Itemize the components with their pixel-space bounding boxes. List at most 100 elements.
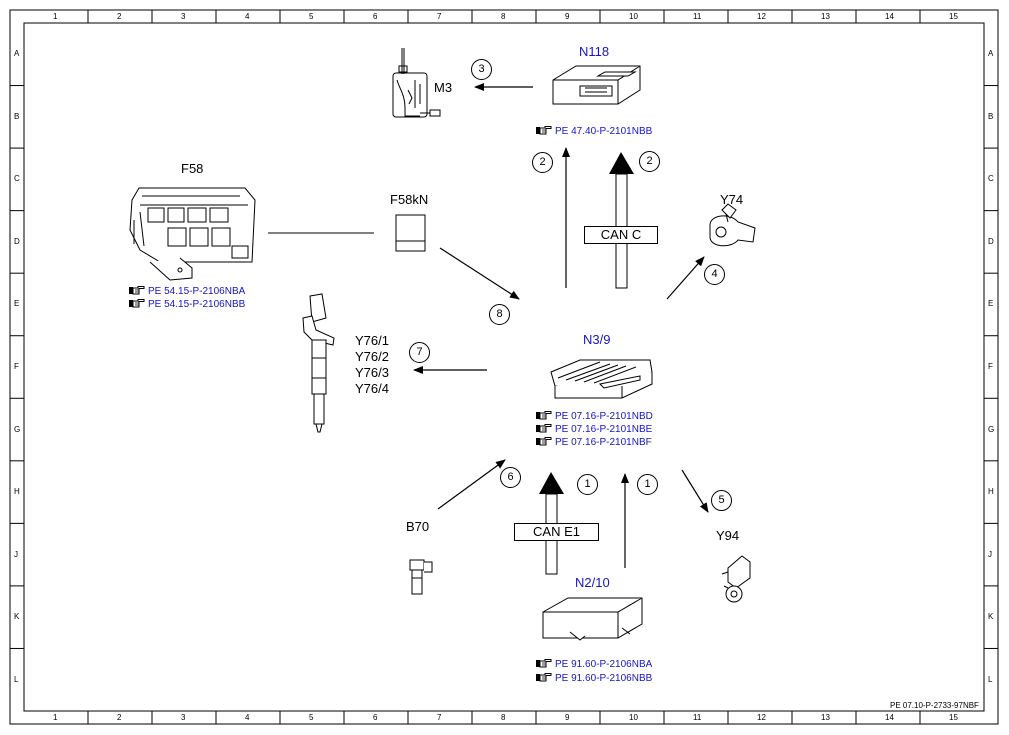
y94-valve-drawing [721, 555, 751, 603]
grid-row-left-F: F [14, 362, 19, 371]
grid-col-bottom-12: 12 [757, 713, 766, 722]
grid-col-bottom-8: 8 [501, 713, 506, 722]
ref-text: PE 07.16-P-2101NBF [555, 437, 652, 448]
n39-ref-2[interactable]: PE 07.16-P-2101NBE [536, 423, 652, 436]
grid-row-right-E: E [988, 299, 994, 309]
n39-ref-3[interactable]: PE 07.16-P-2101NBF [536, 436, 652, 449]
grid-row-left-C: C [14, 174, 20, 184]
grid-col-top-5: 5 [309, 12, 314, 21]
m3-label: M3 [434, 80, 453, 95]
grid-row-right-L: L [988, 674, 993, 684]
pointing-hand-icon [536, 411, 552, 420]
grid-col-bottom-10: 10 [629, 713, 638, 722]
grid-row-right-F: F [988, 362, 993, 371]
grid-col-bottom-1: 1 [53, 713, 58, 722]
grid-row-left-L: L [14, 674, 19, 684]
n210-label: N2/10 [575, 575, 610, 590]
callout-2-right: 2 [639, 151, 660, 172]
arrow-n39-y74 [666, 256, 705, 300]
arrow-b70-n39 [437, 459, 506, 510]
grid-row-right-H: H [988, 487, 994, 497]
callout-1-left: 1 [577, 474, 598, 495]
grid-col-top-4: 4 [245, 12, 250, 21]
grid-col-bottom-6: 6 [373, 713, 378, 722]
ref-text: PE 91.60-P-2106NBB [555, 673, 653, 684]
n210-ref-2[interactable]: PE 91.60-P-2106NBB [536, 672, 652, 685]
ref-text: PE 07.16-P-2101NBE [555, 424, 653, 435]
document-reference: PE 07.10-P-2733-97NBF [890, 701, 979, 710]
grid-row-left-H: H [14, 487, 20, 497]
ref-text: PE 54.15-P-2106NBA [148, 286, 246, 297]
grid-col-bottom-11: 11 [693, 713, 702, 722]
grid-col-top-8: 8 [501, 12, 506, 21]
arrow-f58kn-n39 [439, 247, 520, 300]
grid-col-top-3: 3 [181, 12, 186, 21]
grid-col-bottom-15: 15 [949, 713, 958, 722]
y76-injector-drawing [302, 293, 335, 433]
y76-label-3: Y76/3 [355, 365, 389, 380]
grid-row-right-J: J [988, 549, 992, 559]
n118-ref-1[interactable]: PE 47.40-P-2101NBB [536, 125, 652, 138]
grid-row-right-D: D [988, 236, 994, 246]
arrow-n39-y94 [681, 469, 709, 513]
f58kn-label: F58kN [390, 192, 429, 207]
n210-control-unit-drawing [542, 597, 643, 641]
n39-ref-1[interactable]: PE 07.16-P-2101NBD [536, 410, 653, 423]
callout-6: 6 [500, 467, 521, 488]
grid-col-top-2: 2 [117, 12, 122, 21]
callout-5: 5 [711, 490, 732, 511]
grid-col-bottom-3: 3 [181, 713, 186, 722]
grid-col-bottom-4: 4 [245, 713, 250, 722]
pointing-hand-icon [129, 299, 145, 308]
grid-col-top-6: 6 [373, 12, 378, 21]
grid-col-bottom-7: 7 [437, 713, 442, 722]
f58-ref-1[interactable]: PE 54.15-P-2106NBA [129, 285, 245, 298]
grid-row-left-G: G [14, 424, 21, 434]
pointing-hand-icon [536, 659, 552, 668]
grid-col-top-1: 1 [53, 12, 58, 21]
grid-row-right-G: G [988, 424, 995, 434]
b70-label: B70 [406, 519, 430, 534]
ref-text: PE 91.60-P-2106NBA [555, 659, 653, 670]
grid-row-right-C: C [988, 174, 994, 184]
grid-row-left-E: E [14, 299, 20, 309]
callout-1-right: 1 [637, 474, 658, 495]
n39-label: N3/9 [583, 332, 611, 347]
grid-col-bottom-5: 5 [309, 713, 314, 722]
grid-col-bottom-13: 13 [821, 713, 830, 722]
grid-col-top-15: 15 [949, 12, 958, 21]
f58-ref-2[interactable]: PE 54.15-P-2106NBB [129, 298, 245, 311]
callout-3: 3 [471, 59, 492, 80]
grid-row-left-J: J [14, 549, 18, 559]
pointing-hand-icon [129, 286, 145, 295]
can-c-label: CAN C [584, 226, 658, 244]
grid-row-right-A: A [988, 49, 994, 59]
y94-label: Y94 [716, 528, 740, 543]
pointing-hand-icon [536, 673, 552, 682]
pointing-hand-icon [536, 126, 552, 135]
callout-4: 4 [704, 264, 725, 285]
ref-text: PE 47.40-P-2101NBB [555, 126, 653, 137]
n210-ref-1[interactable]: PE 91.60-P-2106NBA [536, 658, 652, 671]
f58-fuse-box-drawing [129, 187, 256, 281]
grid-col-bottom-14: 14 [885, 713, 894, 722]
pointing-hand-icon [536, 437, 552, 446]
callout-7: 7 [409, 342, 430, 363]
f58-label: F58 [181, 161, 204, 176]
pointing-hand-icon [536, 424, 552, 433]
y74-label: Y74 [720, 192, 744, 207]
m3-fuel-pump-drawing [392, 48, 441, 118]
n39-ecu-drawing [550, 359, 653, 399]
y76-label-1: Y76/1 [355, 333, 389, 348]
ref-text: PE 07.16-P-2101NBD [555, 411, 653, 422]
grid-col-top-9: 9 [565, 12, 570, 21]
grid-col-top-13: 13 [821, 12, 830, 21]
callout-2-left: 2 [532, 152, 553, 173]
grid-col-top-7: 7 [437, 12, 442, 21]
grid-col-top-10: 10 [629, 12, 638, 21]
can-e1-label: CAN E1 [514, 523, 599, 541]
callout-8: 8 [489, 304, 510, 325]
grid-row-left-B: B [14, 111, 20, 121]
